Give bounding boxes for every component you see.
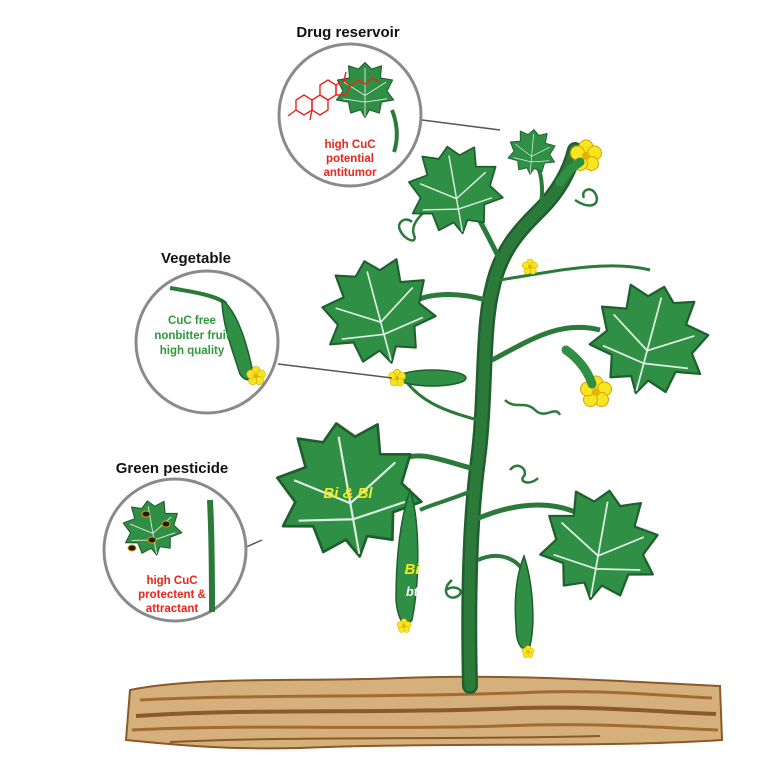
- fruit-label-top: Bi: [405, 561, 421, 578]
- pesticide-line-2: protectent &: [138, 589, 206, 601]
- main-stem: [398, 142, 651, 694]
- vegetable-line-3: high quality: [160, 345, 225, 357]
- fruit-hanging-right: [514, 553, 535, 658]
- connector-vegetable: [277, 363, 393, 379]
- leaf-top-small: [506, 127, 558, 177]
- fruit-hanging-left: [395, 487, 419, 633]
- vegetable-circle: [134, 269, 280, 415]
- pesticide-stem-icon: [207, 499, 215, 613]
- vegetable-heading: Vegetable: [161, 250, 231, 267]
- pesticide-line-3: attractant: [146, 603, 199, 615]
- pesticide-heading: Green pesticide: [116, 460, 229, 477]
- insect-icons: [127, 510, 171, 552]
- leaf-mid-left: [310, 246, 446, 378]
- leaf-top-left: [401, 137, 509, 243]
- callout-vegetable: Vegetable CuC free nonbitter fruit high …: [134, 250, 280, 415]
- pesticide-line-1: high CuC: [146, 575, 197, 587]
- vegetable-line-1: CuC free: [168, 315, 216, 327]
- fruit-label-bottom: bt: [406, 584, 419, 599]
- flower-small: [522, 258, 538, 275]
- flower-right: [580, 375, 612, 407]
- fruit-bud-right: [555, 157, 597, 389]
- vegetable-line-2: nonbitter fruit: [154, 330, 230, 342]
- callout-green-pesticide: Green pesticide high CuC protectent & at…: [102, 460, 248, 623]
- connector-drug: [421, 119, 501, 131]
- drug-heading: Drug reservoir: [296, 24, 400, 41]
- leaf-label: Bi & Bl: [323, 485, 373, 502]
- soil-ground: [124, 675, 724, 750]
- drug-line-1: high CuC: [324, 139, 375, 151]
- fruit-horizontal: [388, 368, 467, 387]
- molecule-icon: [287, 71, 381, 121]
- drug-line-3: antitumor: [323, 167, 377, 179]
- drug-line-2: potential: [326, 153, 374, 165]
- tendrils: [397, 188, 599, 599]
- callout-drug-reservoir: Drug reservoir high CuC potential antitu…: [277, 24, 423, 188]
- leaf-lower-right: [533, 479, 667, 611]
